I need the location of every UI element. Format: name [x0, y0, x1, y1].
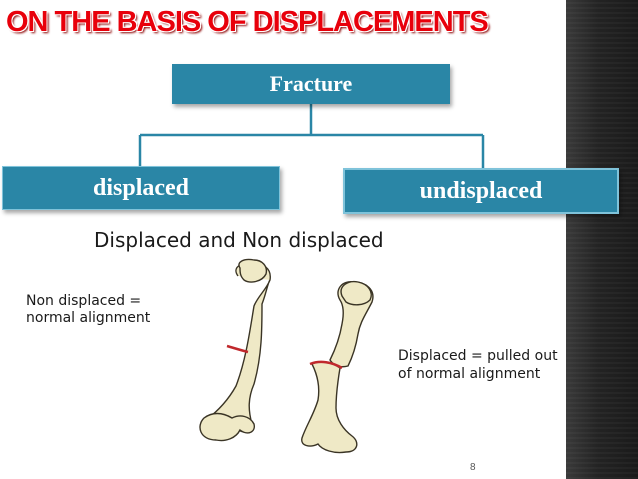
node-fracture: Fracture	[172, 64, 450, 104]
displaced-label: Displaced = pulled out of normal alignme…	[398, 347, 618, 383]
displaced-fracture-edge	[309, 360, 343, 370]
displaced-bone-upper	[329, 280, 374, 368]
page-number: 8	[470, 462, 476, 473]
displaced-bone-upper-head	[340, 280, 372, 306]
non-displaced-label: Non displaced = normal alignment	[26, 293, 226, 327]
non-displaced-bone-head	[238, 258, 268, 283]
node-undisplaced: undisplaced	[343, 168, 619, 214]
non-displaced-bone-shaft	[202, 262, 271, 440]
non-displaced-fracture-line	[226, 344, 249, 354]
displaced-label-line-2: of normal alignment	[398, 366, 541, 382]
non-displaced-bone	[199, 258, 271, 442]
displaced-bone-lower-fragment	[301, 361, 358, 454]
non-displaced-label-line-2: normal alignment	[26, 310, 151, 326]
displaced-bone-lower	[301, 361, 358, 454]
slide-title: ON THE BASIS OF DISPLACEMENTS	[6, 6, 489, 38]
non-displaced-bone-condyle	[199, 412, 255, 442]
node-displaced: displaced	[2, 166, 280, 210]
decorative-side-strip	[566, 0, 638, 479]
figure-caption: Displaced and Non displaced	[94, 228, 384, 252]
decorative-side-texture	[566, 0, 638, 479]
displaced-label-line-1: Displaced = pulled out	[398, 348, 558, 364]
non-displaced-label-line-1: Non displaced =	[26, 293, 142, 309]
